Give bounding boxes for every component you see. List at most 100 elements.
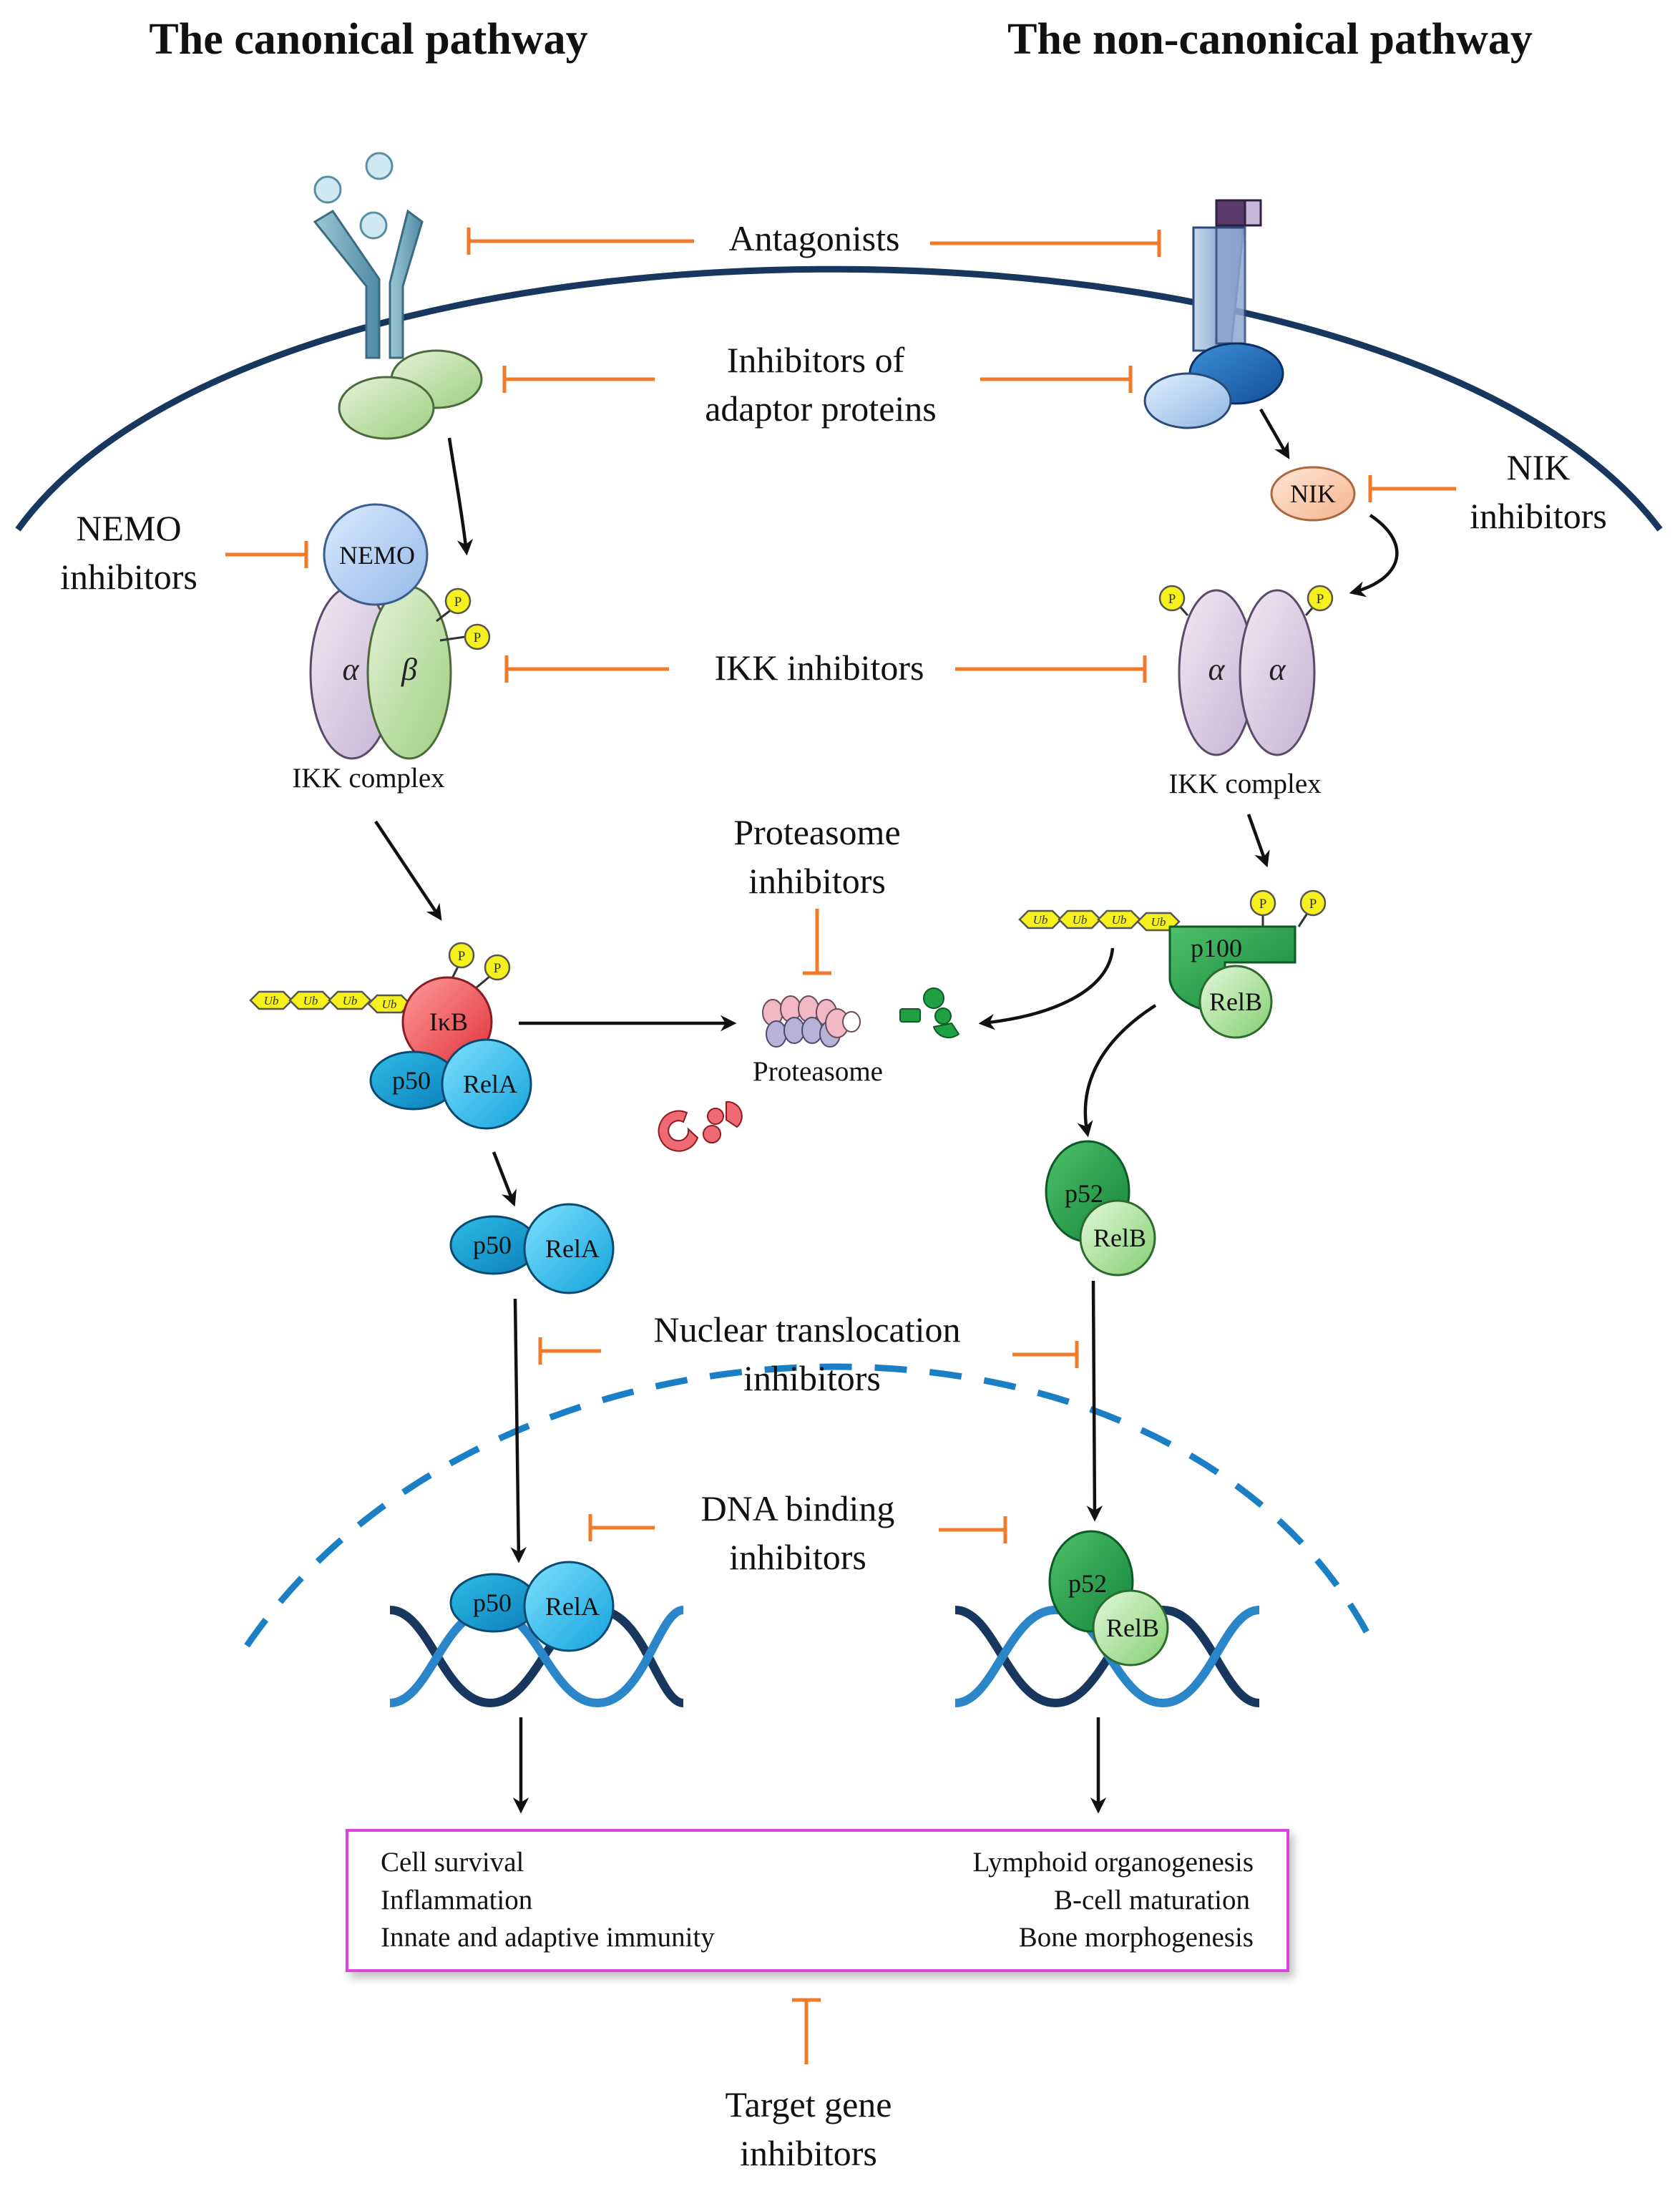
dna-inhibition-left <box>588 1514 655 1541</box>
adaptor-inhibitors-label-1: Inhibitors of <box>727 340 905 380</box>
svg-text:Ub: Ub <box>264 994 279 1007</box>
svg-text:P: P <box>474 630 482 645</box>
p52-label: p52 <box>1065 1179 1103 1208</box>
svg-text:Ub: Ub <box>382 997 397 1011</box>
target-genes-box <box>346 1829 1289 1972</box>
relb-label: RelB <box>1093 1224 1146 1252</box>
proteasome-inhibition <box>803 909 831 975</box>
p52-relb-dimer <box>1045 1140 1156 1277</box>
p50-label: p50 <box>473 1589 512 1617</box>
arrow-ikk-to-ikb <box>374 820 442 921</box>
phospho-icon <box>448 942 475 969</box>
svg-text:Ub: Ub <box>1033 913 1048 927</box>
p100-complex: Ub Ub Ub Ub P P <box>1018 889 1327 1039</box>
outcome-immunity: Innate and adaptive immunity <box>381 1922 715 1953</box>
svg-text:P: P <box>1259 897 1267 912</box>
ikk-alpha-label: α <box>342 652 359 687</box>
canonical-ikk-complex-label: IKK complex <box>292 763 445 794</box>
phospho-icon <box>1299 889 1327 917</box>
arrow-ikk-to-p100 <box>1246 814 1270 868</box>
noncanonical-ikk-complex-label: IKK complex <box>1168 768 1322 799</box>
phospho-icon <box>444 587 472 615</box>
nik-label: NIK <box>1290 479 1336 508</box>
phospho-icon <box>484 954 511 981</box>
svg-text:P: P <box>1309 897 1317 912</box>
svg-text:Ub: Ub <box>1151 915 1166 929</box>
nemo-inhibitors-label-1: NEMO <box>76 508 181 548</box>
dna-helix-canonical <box>389 1605 685 1708</box>
nik-inhibition <box>1368 475 1456 502</box>
arrow-p100-to-p52 <box>1077 1004 1157 1138</box>
svg-text:P: P <box>494 961 502 976</box>
dna-binding-label-2: inhibitors <box>729 1537 866 1577</box>
svg-text:Ub: Ub <box>303 994 318 1007</box>
adaptor-inhibition-left <box>502 366 655 393</box>
arrow-p50-rela-to-nucleus <box>510 1298 527 1563</box>
relb-label: RelB <box>1209 987 1262 1016</box>
outcome-bone-morphogenesis: Bone morphogenesis <box>1019 1922 1254 1953</box>
nuclear-translocation-label-1: Nuclear translocation <box>654 1309 961 1350</box>
nuclear-membrane <box>244 1363 1377 1648</box>
nik-inhibitors-label-2: inhibitors <box>1470 496 1607 536</box>
dna-binding-label-1: DNA binding <box>701 1488 895 1528</box>
arrow-receptor-to-nik <box>1259 408 1290 459</box>
p52-label: p52 <box>1068 1569 1107 1598</box>
outcome-bcell-maturation: B-cell maturation <box>1054 1885 1250 1916</box>
ikb-fragments <box>658 1101 743 1152</box>
ikk-alpha-label: α <box>1269 652 1286 687</box>
svg-text:Ub: Ub <box>343 994 358 1007</box>
phospho-icon <box>464 623 491 650</box>
p100-fragments <box>899 987 960 1039</box>
outcome-lymphoid-organogenesis: Lymphoid organogenesis <box>973 1847 1254 1878</box>
arrow-receptor-to-ikk <box>447 437 474 556</box>
arrow-nik-to-ikk <box>1349 514 1399 597</box>
antagonists-inhibition-left <box>467 228 694 255</box>
proteasome-inhibitors-label-1: Proteasome <box>733 812 900 852</box>
ikk-alpha-label: α <box>1208 652 1225 687</box>
svg-text:Ub: Ub <box>1112 913 1127 927</box>
p100-label: p100 <box>1191 934 1242 962</box>
ikb-label: IκB <box>429 1007 468 1036</box>
adaptor-inhibitors-label-2: adaptor proteins <box>705 389 937 429</box>
target-gene-inhibitors-label-1: Target gene <box>726 2084 892 2124</box>
rela-label: RelA <box>463 1070 517 1098</box>
p50-rela-dimer <box>449 1203 615 1294</box>
p52-relb-dna-bound <box>1048 1530 1169 1667</box>
antagonists-inhibition-right <box>930 230 1161 257</box>
ikk-beta-label: β <box>401 652 417 687</box>
phospho-icon <box>1307 585 1334 612</box>
dna-inhibition-right <box>939 1516 1007 1543</box>
ikk-inhibitors-label: IKK inhibitors <box>714 648 924 688</box>
rela-label: RelA <box>545 1234 600 1263</box>
ikb-complex: Ub Ub Ub Ub P P <box>249 942 532 1130</box>
relb-label: RelB <box>1106 1614 1159 1642</box>
proteasome <box>762 995 861 1048</box>
nemo-label: NEMO <box>339 541 415 570</box>
svg-text:P: P <box>1317 592 1324 607</box>
adaptor-inhibition-right <box>980 366 1133 393</box>
nemo-inhibition <box>225 541 308 568</box>
proteasome-inhibitors-label-2: inhibitors <box>748 861 886 901</box>
nuclear-translocation-label-2: inhibitors <box>743 1358 881 1398</box>
svg-text:Ub: Ub <box>1073 913 1088 927</box>
nuclear-inhibition-left <box>538 1337 601 1365</box>
ikk-inhibition-left <box>504 655 669 683</box>
phospho-icon <box>1249 889 1276 917</box>
noncanonical-heading: The non-canonical pathway <box>1007 15 1533 64</box>
svg-text:P: P <box>454 595 462 610</box>
outcome-inflammation: Inflammation <box>381 1885 532 1916</box>
p50-rela-dna-bound <box>449 1561 615 1652</box>
antagonists-label: Antagonists <box>729 218 900 258</box>
nik-inhibitors-label-1: NIK <box>1507 447 1571 487</box>
phospho-icon <box>1158 585 1186 612</box>
rela-label: RelA <box>545 1592 600 1621</box>
p50-label: p50 <box>392 1066 431 1095</box>
svg-text:P: P <box>1168 592 1176 607</box>
ubiquitin-icon <box>328 990 372 1010</box>
cell-membrane <box>15 265 1663 532</box>
proteasome-label: Proteasome <box>753 1056 883 1087</box>
canonical-ikk-complex: P P <box>309 503 491 760</box>
arrow-ub-to-degradation <box>978 947 1115 1030</box>
target-gene-inhibition <box>792 1998 821 2064</box>
